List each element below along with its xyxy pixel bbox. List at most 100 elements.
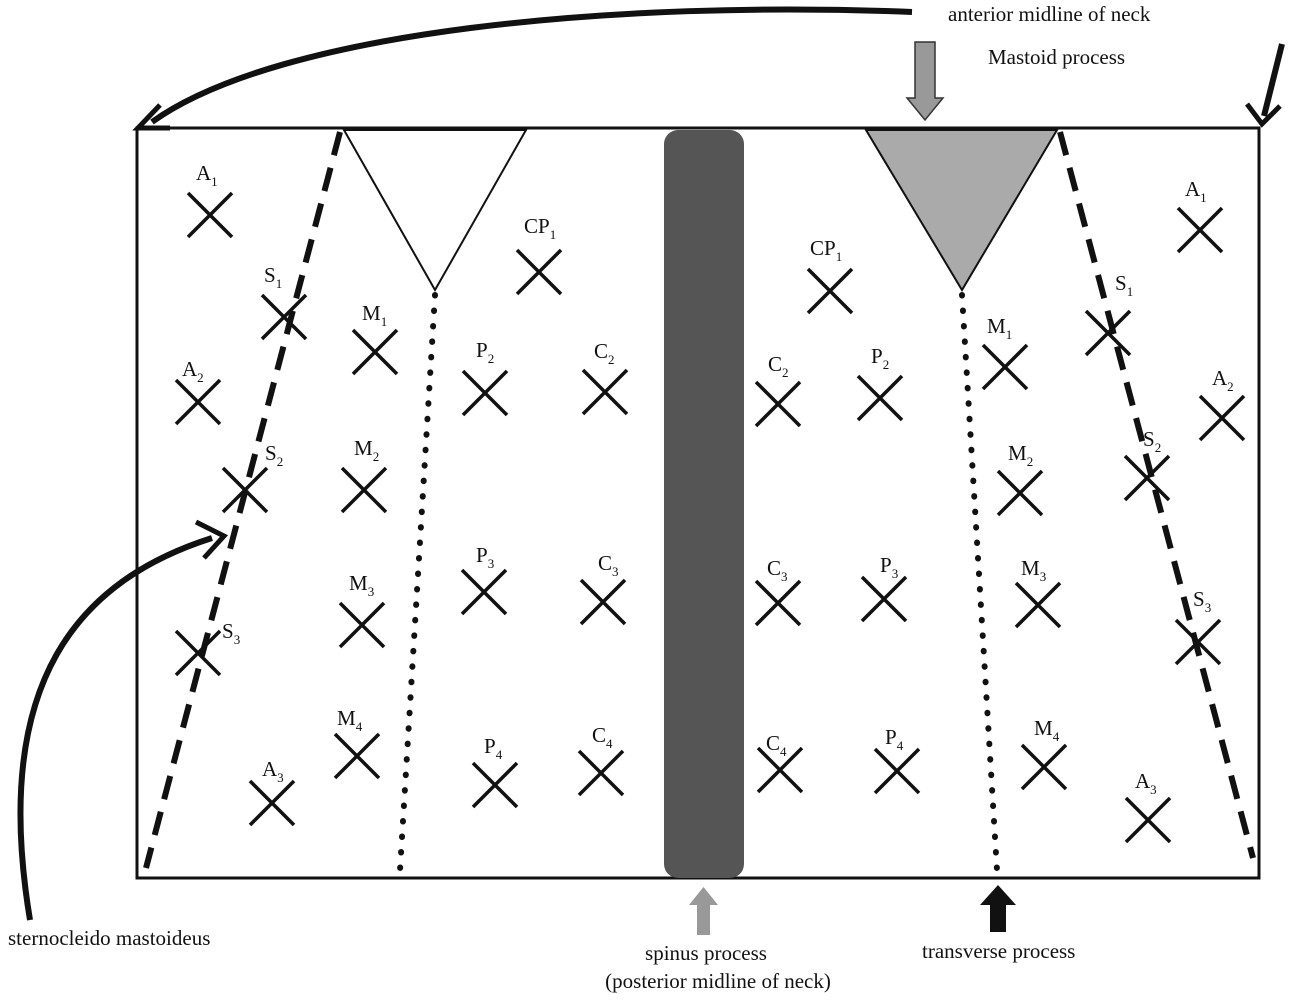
right-corner-arrow: [1261, 43, 1285, 117]
x-mark-stroke: [260, 293, 308, 341]
point-label-left-m2: M2: [354, 436, 379, 464]
mastoid-process-caption: Mastoid process: [988, 45, 1125, 69]
point-label-right-c2: C2: [768, 352, 789, 380]
point-marker-right-s2: [1123, 454, 1171, 502]
anterior-midline-curved-arrow: [150, 6, 913, 125]
x-mark-stroke: [1174, 618, 1222, 666]
point-marker-left-p4: [471, 761, 519, 809]
x-mark-stroke: [981, 343, 1029, 391]
point-marker-left-a2: [174, 378, 222, 426]
sternocleido-arrowhead: [194, 519, 229, 560]
x-mark-stroke: [1124, 796, 1172, 844]
point-label-left-s2: S2: [265, 441, 283, 469]
x-mark-stroke: [1176, 206, 1224, 254]
point-marker-right-m2: [996, 469, 1044, 517]
x-mark-stroke: [340, 466, 388, 514]
x-mark-stroke: [754, 579, 802, 627]
point-label-right-s1: S1: [1115, 271, 1133, 299]
point-marker-left-p3: [460, 568, 508, 616]
x-mark-stroke: [996, 469, 1044, 517]
x-mark-stroke: [174, 378, 222, 426]
point-label-right-s2: S2: [1143, 427, 1161, 455]
point-label-right-a2: A2: [1212, 366, 1234, 394]
right-corner-arrowhead: [1245, 102, 1282, 128]
point-label-left-s1: S1: [264, 263, 282, 291]
point-label-left-p3: P3: [476, 543, 494, 571]
right-transverse-process-line: [959, 292, 1000, 873]
x-mark-stroke: [873, 747, 921, 795]
point-marker-right-a2: [1198, 394, 1246, 442]
point-label-left-a2: A2: [182, 357, 204, 385]
spinous-process-bar: [664, 130, 744, 878]
point-label-right-p3: P3: [880, 553, 898, 581]
point-marker-left-m2: [340, 466, 388, 514]
point-label-left-a1: A1: [196, 161, 218, 189]
point-label-right-m2: M2: [1008, 441, 1033, 469]
label-mask: [630, 70, 778, 132]
point-marker-left-m4: [333, 732, 381, 780]
x-mark-stroke: [1123, 454, 1171, 502]
point-label-left-m3: M3: [349, 571, 374, 599]
x-mark-stroke: [338, 601, 386, 649]
point-marker-right-a3: [1124, 796, 1172, 844]
point-marker-left-c2: [581, 368, 629, 416]
point-label-right-c4: C4: [766, 731, 787, 759]
x-mark-stroke: [515, 248, 563, 296]
x-mark-stroke: [1020, 743, 1068, 791]
point-label-right-cp1: CP1: [810, 236, 842, 264]
point-label-right-p4: P4: [885, 725, 904, 753]
left-transverse-process-line: [397, 292, 438, 873]
x-mark-stroke: [221, 466, 269, 514]
point-label-right-a3: A3: [1135, 769, 1157, 797]
x-mark-stroke: [860, 575, 908, 623]
point-marker-right-m4: [1020, 743, 1068, 791]
point-label-left-p4: P4: [484, 734, 503, 762]
x-mark-stroke: [1198, 394, 1246, 442]
point-label-left-c2: C2: [594, 339, 615, 367]
x-mark-stroke: [1014, 581, 1062, 629]
point-marker-right-cp1: [806, 267, 854, 315]
point-label-right-c3: C3: [767, 556, 788, 584]
x-mark-stroke: [248, 779, 296, 827]
x-mark-stroke: [460, 568, 508, 616]
x-mark-stroke: [1084, 309, 1132, 357]
point-label-left-a3: A3: [262, 757, 284, 785]
point-marker-left-s3: [174, 629, 222, 677]
posterior-midline-caption: (posterior midline of neck): [605, 969, 831, 993]
point-marker-right-m1: [981, 343, 1029, 391]
sternocleido-curved-arrow: [17, 535, 213, 921]
anterior-midline-arrowhead: [132, 103, 170, 131]
x-mark-stroke: [577, 749, 625, 797]
point-marker-right-m3: [1014, 581, 1062, 629]
point-marker-left-c3: [579, 578, 627, 626]
point-marker-right-p4: [873, 747, 921, 795]
left-mastoid-triangle: [342, 129, 528, 293]
point-label-right-m4: M4: [1034, 716, 1060, 744]
x-mark-stroke: [351, 328, 399, 376]
point-label-left-m4: M4: [337, 706, 363, 734]
point-label-left-s3: S3: [222, 619, 240, 647]
spinus-process-arrow: [689, 887, 718, 935]
x-mark-stroke: [333, 732, 381, 780]
point-marker-left-s2: [221, 466, 269, 514]
point-label-right-m3: M3: [1021, 556, 1046, 584]
point-marker-left-a3: [248, 779, 296, 827]
transverse-process-caption: transverse process: [922, 939, 1075, 963]
point-label-right-p2: P2: [871, 344, 889, 372]
x-mark-stroke: [579, 578, 627, 626]
point-marker-right-p3: [860, 575, 908, 623]
point-marker-right-a1: [1176, 206, 1224, 254]
right-sternocleidomastoid-line: [1057, 131, 1256, 859]
mastoid-process-arrow: [905, 41, 945, 122]
point-label-left-p2: P2: [476, 338, 494, 366]
point-label-left-m1: M1: [362, 301, 387, 329]
right-mastoid-triangle: [864, 129, 1059, 292]
x-mark-stroke: [461, 369, 509, 417]
left-sternocleidomastoid-line: [143, 131, 343, 869]
x-mark-stroke: [471, 761, 519, 809]
spinus-process-caption: spinus process: [645, 941, 767, 965]
